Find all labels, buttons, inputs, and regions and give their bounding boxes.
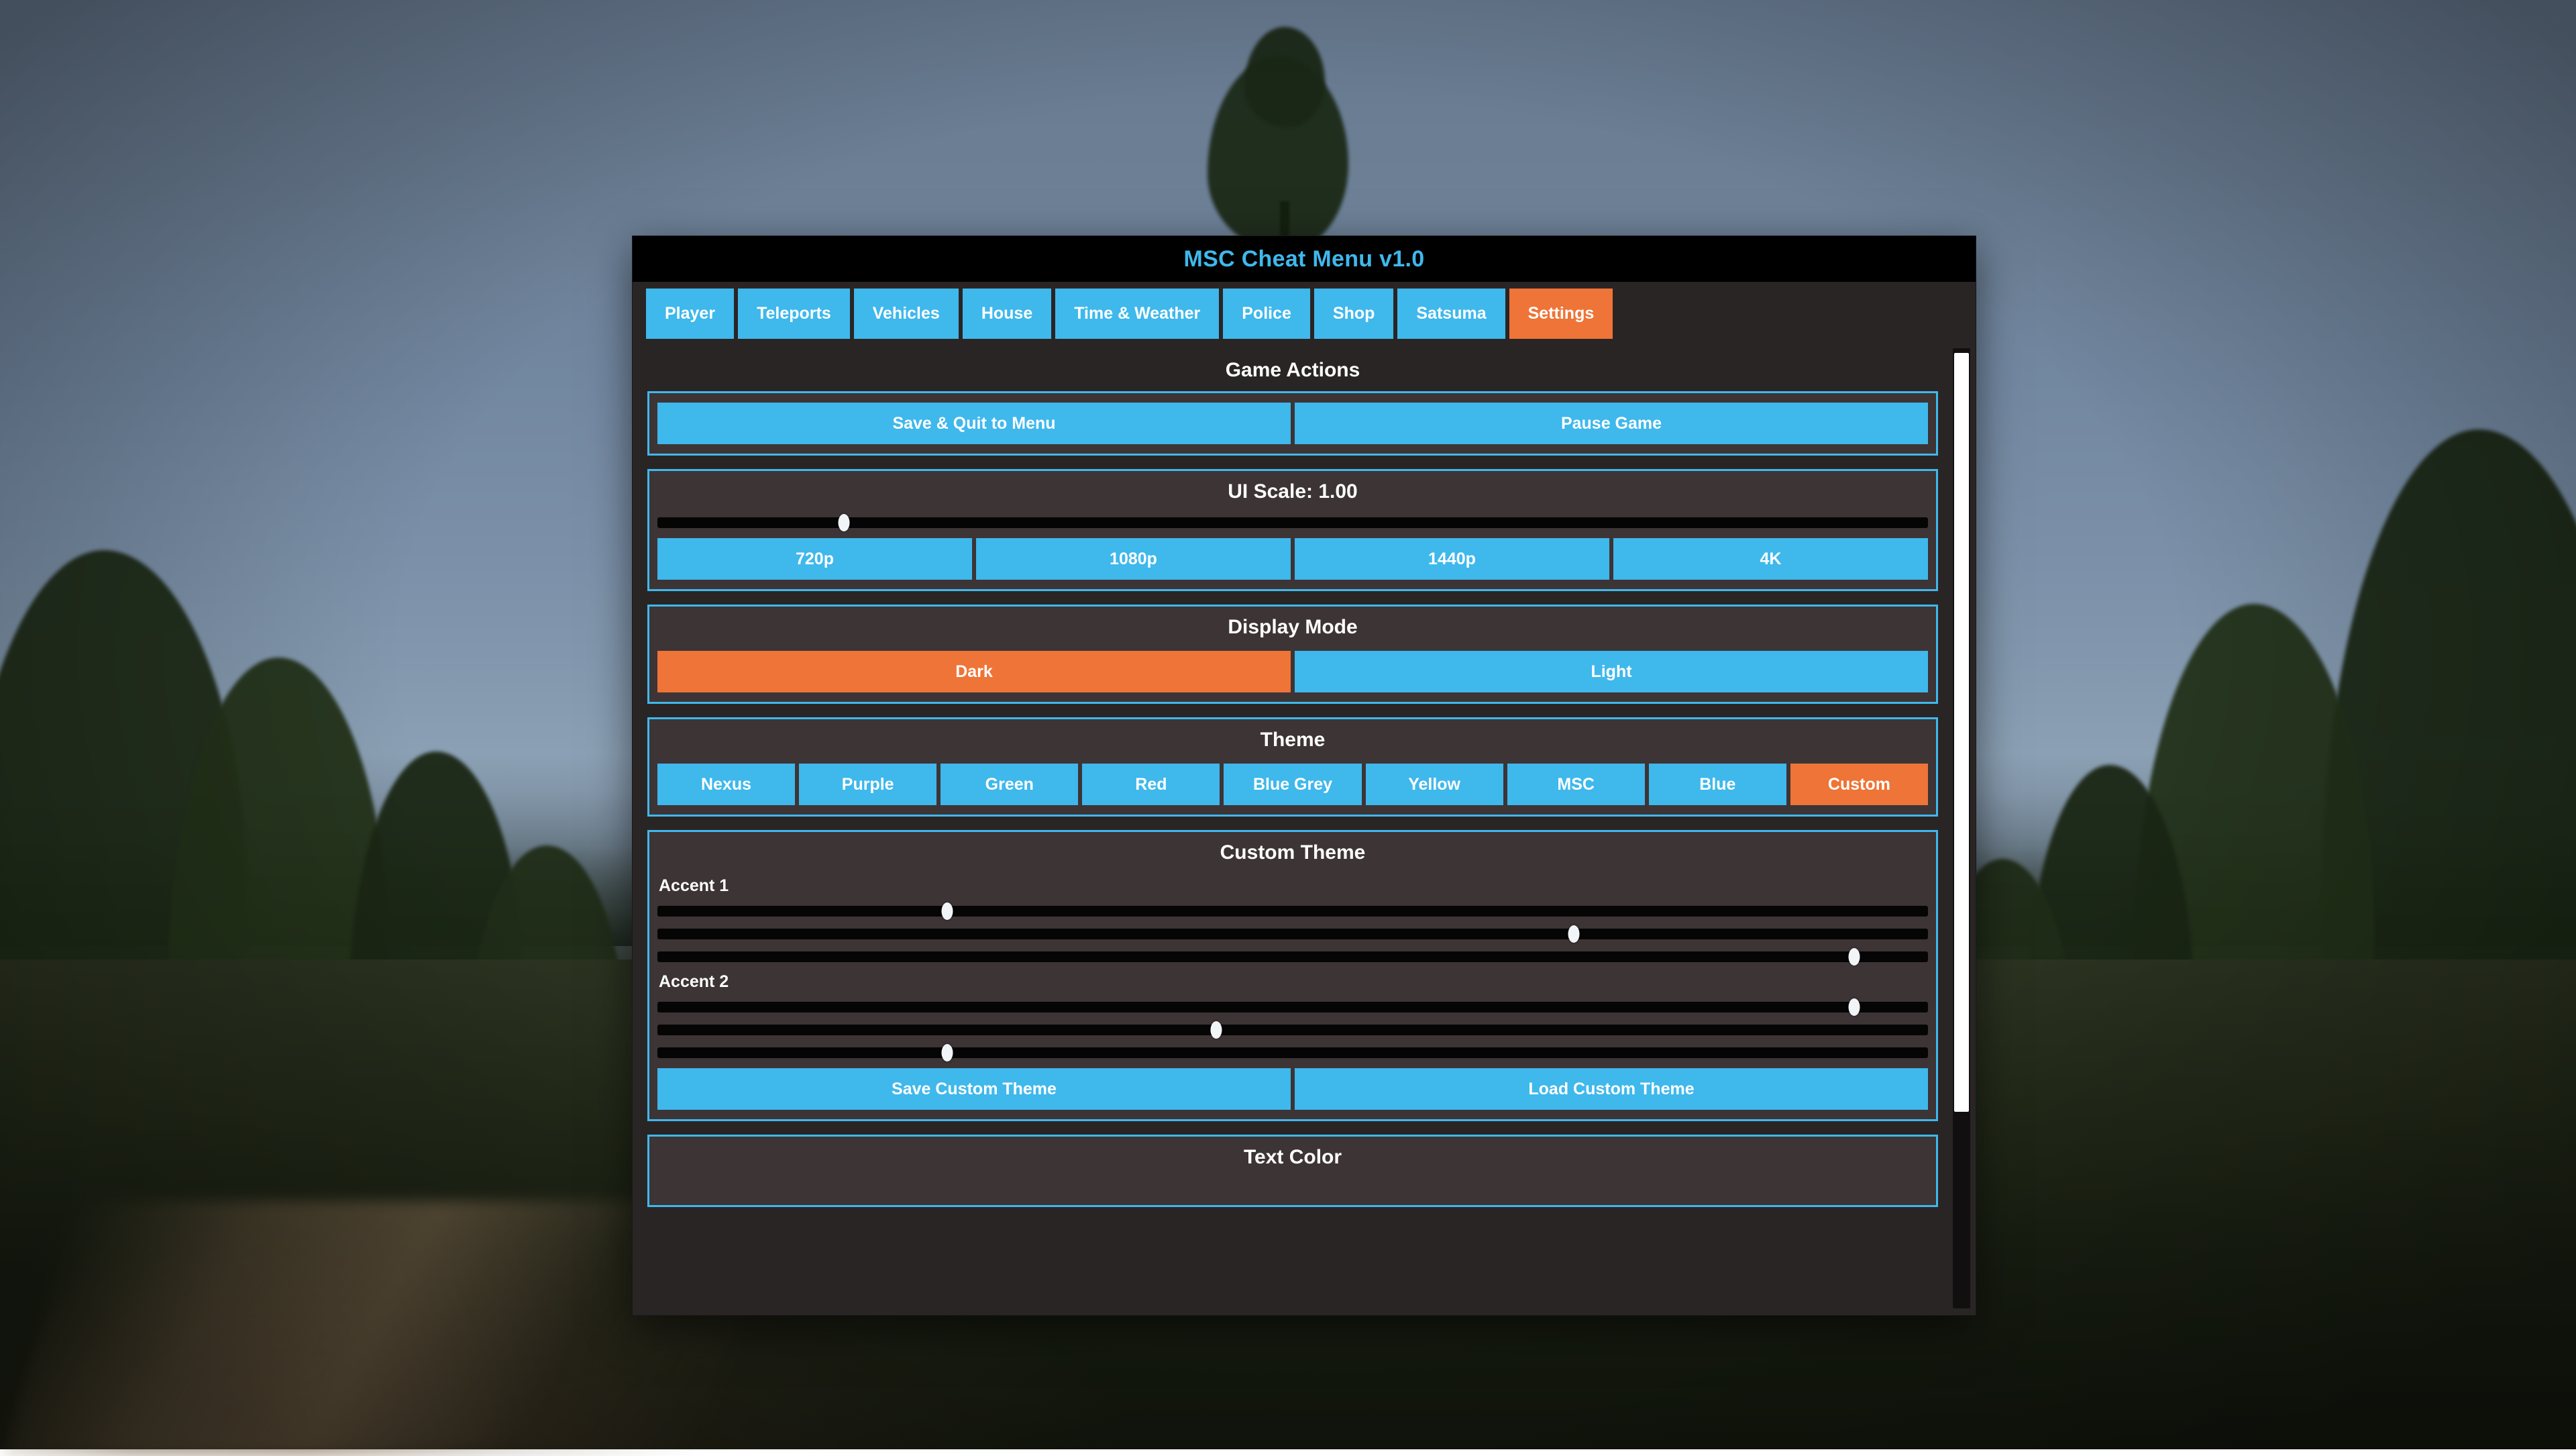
accent2-r-slider[interactable]: [657, 1000, 1928, 1015]
accent1-g-slider[interactable]: [657, 927, 1928, 941]
theme-button-red[interactable]: Red: [1082, 764, 1220, 805]
theme-title: Theme: [657, 729, 1928, 751]
accent2-g-slider-thumb[interactable]: [1211, 1021, 1222, 1039]
theme-button-blue-grey[interactable]: Blue Grey: [1224, 764, 1361, 805]
settings-scrollbar[interactable]: [1953, 348, 1970, 1308]
text-color-title: Text Color: [657, 1146, 1928, 1169]
tab-house[interactable]: House: [963, 289, 1051, 339]
theme-button-yellow[interactable]: Yellow: [1366, 764, 1503, 805]
tab-player[interactable]: Player: [646, 289, 734, 339]
accent2-g-slider-track: [657, 1025, 1928, 1035]
game-action-button-save-quit-to-menu[interactable]: Save & Quit to Menu: [657, 403, 1291, 444]
tab-settings[interactable]: Settings: [1509, 289, 1613, 339]
tab-police[interactable]: Police: [1223, 289, 1310, 339]
tree-center-canopy-2: [1244, 27, 1325, 127]
accent2-g-slider[interactable]: [657, 1023, 1928, 1037]
ui-scale-title: UI Scale: 1.00: [657, 480, 1928, 503]
accent1-slider-group: [657, 904, 1928, 964]
accent2-slider-group: [657, 1000, 1928, 1060]
accent2-r-slider-thumb[interactable]: [1849, 998, 1860, 1016]
accent2-b-slider[interactable]: [657, 1045, 1928, 1060]
theme-button-msc[interactable]: MSC: [1507, 764, 1645, 805]
resolution-button-720p[interactable]: 720p: [657, 538, 972, 580]
custom-theme-panel: Custom Theme Accent 1 Accent 2 Save Cust…: [647, 830, 1938, 1121]
custom-theme-button-save-custom-theme[interactable]: Save Custom Theme: [657, 1068, 1291, 1110]
display-mode-button-dark[interactable]: Dark: [657, 651, 1291, 692]
custom-theme-button-load-custom-theme[interactable]: Load Custom Theme: [1295, 1068, 1928, 1110]
accent1-r-slider[interactable]: [657, 904, 1928, 919]
accent1-b-slider[interactable]: [657, 949, 1928, 964]
accent1-g-slider-thumb[interactable]: [1568, 925, 1579, 943]
accent1-b-slider-track: [657, 951, 1928, 962]
tab-teleports[interactable]: Teleports: [738, 289, 850, 339]
tab-time-weather[interactable]: Time & Weather: [1055, 289, 1219, 339]
ui-scale-slider[interactable]: [657, 515, 1928, 530]
accent1-g-slider-track: [657, 929, 1928, 939]
text-color-panel: Text Color: [647, 1135, 1938, 1207]
display-mode-title: Display Mode: [657, 616, 1928, 639]
accent1-b-slider-thumb[interactable]: [1849, 948, 1860, 966]
tab-satsuma[interactable]: Satsuma: [1397, 289, 1505, 339]
accent2-r-slider-track: [657, 1002, 1928, 1012]
accent2-label: Accent 2: [659, 972, 1928, 992]
custom-theme-title: Custom Theme: [657, 841, 1928, 864]
accent2-b-slider-thumb[interactable]: [941, 1044, 953, 1061]
resolution-button-1080p[interactable]: 1080p: [976, 538, 1291, 580]
accent1-r-slider-track: [657, 906, 1928, 917]
resolution-button-1440p[interactable]: 1440p: [1295, 538, 1609, 580]
resolution-button-4k[interactable]: 4K: [1613, 538, 1928, 580]
scrollbar-thumb[interactable]: [1954, 353, 1969, 1111]
accent2-b-slider-track: [657, 1047, 1928, 1058]
accent1-label: Accent 1: [659, 876, 1928, 896]
theme-button-blue[interactable]: Blue: [1649, 764, 1786, 805]
theme-button-nexus[interactable]: Nexus: [657, 764, 795, 805]
tab-vehicles[interactable]: Vehicles: [854, 289, 959, 339]
theme-button-custom[interactable]: Custom: [1790, 764, 1928, 805]
game-actions-heading: Game Actions: [647, 348, 1938, 391]
window-title: MSC Cheat Menu v1.0: [1184, 246, 1425, 272]
titlebar: MSC Cheat Menu v1.0: [633, 236, 1976, 282]
tab-shop[interactable]: Shop: [1314, 289, 1394, 339]
accent1-r-slider-thumb[interactable]: [941, 902, 953, 920]
theme-button-purple[interactable]: Purple: [799, 764, 936, 805]
game-action-button-pause-game[interactable]: Pause Game: [1295, 403, 1928, 444]
ui-scale-slider-thumb[interactable]: [839, 514, 850, 531]
display-mode-button-light[interactable]: Light: [1295, 651, 1928, 692]
theme-button-green[interactable]: Green: [941, 764, 1078, 805]
